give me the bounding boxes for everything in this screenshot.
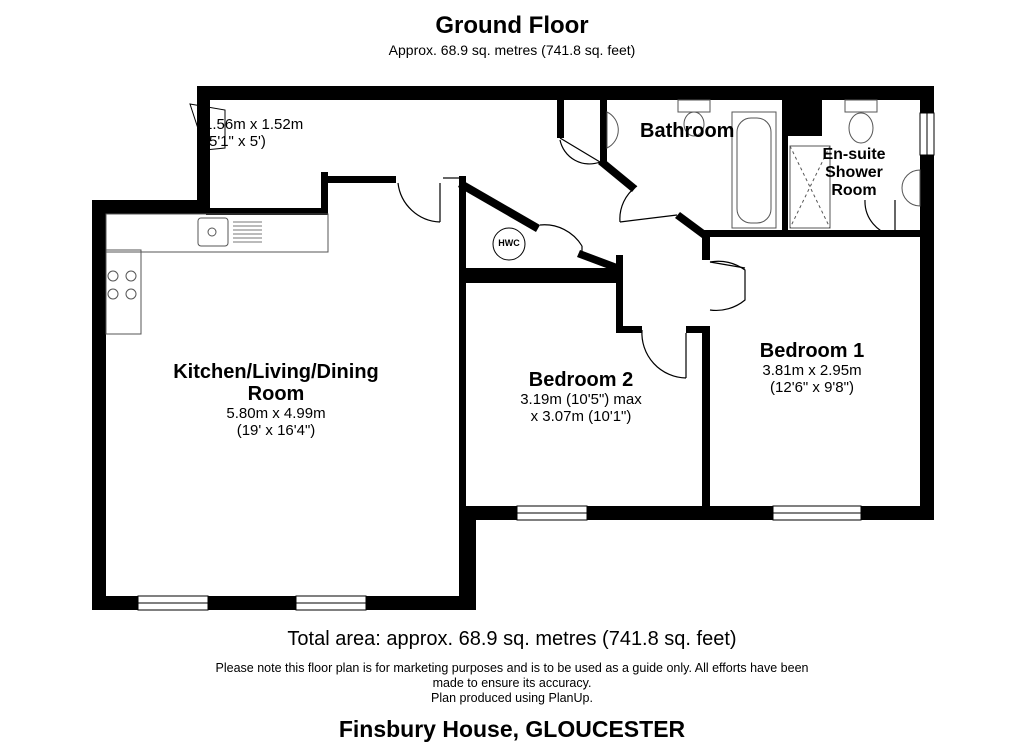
hwc-label: HWC [498, 238, 520, 248]
bedroom2-dim-line2: x 3.07m (10'1") [530, 408, 632, 425]
disclaimer-line3: Plan produced using PlanUp. [431, 691, 593, 705]
bathroom-name: Bathroom [640, 120, 735, 142]
floor-title: Ground Floor [435, 12, 589, 39]
ensuite-name-line2: Shower [825, 164, 883, 181]
internal-walls [206, 86, 920, 606]
bedroom2-name: Bedroom 2 [528, 369, 634, 391]
kitchen-name-line1: Kitchen/Living/Dining [173, 361, 379, 383]
bedroom2-label: Bedroom 2 3.19m (10'5") max x 3.07m (10'… [476, 369, 686, 425]
disclaimer: Please note this floor plan is for marke… [170, 661, 854, 706]
store-dimensions: 1.56m x 1.52m (5'1" x 5') [204, 116, 303, 150]
property-address: Finsbury House, GLOUCESTER [338, 716, 686, 742]
bathroom-fixtures [606, 99, 921, 229]
floor-area-subtitle: Approx. 68.9 sq. metres (741.8 sq. feet) [388, 42, 636, 58]
ensuite-name-line3: Room [831, 182, 877, 199]
store-dim-metric: 1.56m x 1.52m [204, 116, 304, 133]
bedroom1-label: Bedroom 1 3.81m x 2.95m (12'6" x 9'8") [712, 340, 912, 396]
total-area: Total area: approx. 68.9 sq. metres (741… [287, 628, 737, 650]
ensuite-name-line1: En-suite [822, 146, 886, 163]
kitchen-label: Kitchen/Living/Dining Room 5.80m x 4.99m… [148, 361, 404, 439]
bedroom1-dim-metric: 3.81m x 2.95m [762, 362, 862, 379]
kitchen-name-line2: Room [247, 383, 305, 405]
door-swings [189, 103, 896, 379]
hwc-cylinder [492, 227, 526, 261]
disclaimer-line1: Please note this floor plan is for marke… [215, 661, 809, 675]
store-dim-imperial: (5'1" x 5') [204, 133, 266, 150]
bedroom1-name: Bedroom 1 [759, 340, 865, 362]
kitchen-dim-metric: 5.80m x 4.99m [226, 405, 326, 422]
ensuite-label: En-suite Shower Room [808, 146, 900, 200]
bedroom2-dim-line1: 3.19m (10'5") max [520, 391, 642, 408]
kitchen-dim-imperial: (19' x 16'4") [236, 422, 316, 439]
kitchen-fixtures [105, 213, 329, 335]
bedroom1-dim-imperial: (12'6" x 9'8") [770, 379, 854, 396]
disclaimer-line2: made to ensure its accuracy. [432, 676, 592, 690]
windows [137, 112, 935, 611]
